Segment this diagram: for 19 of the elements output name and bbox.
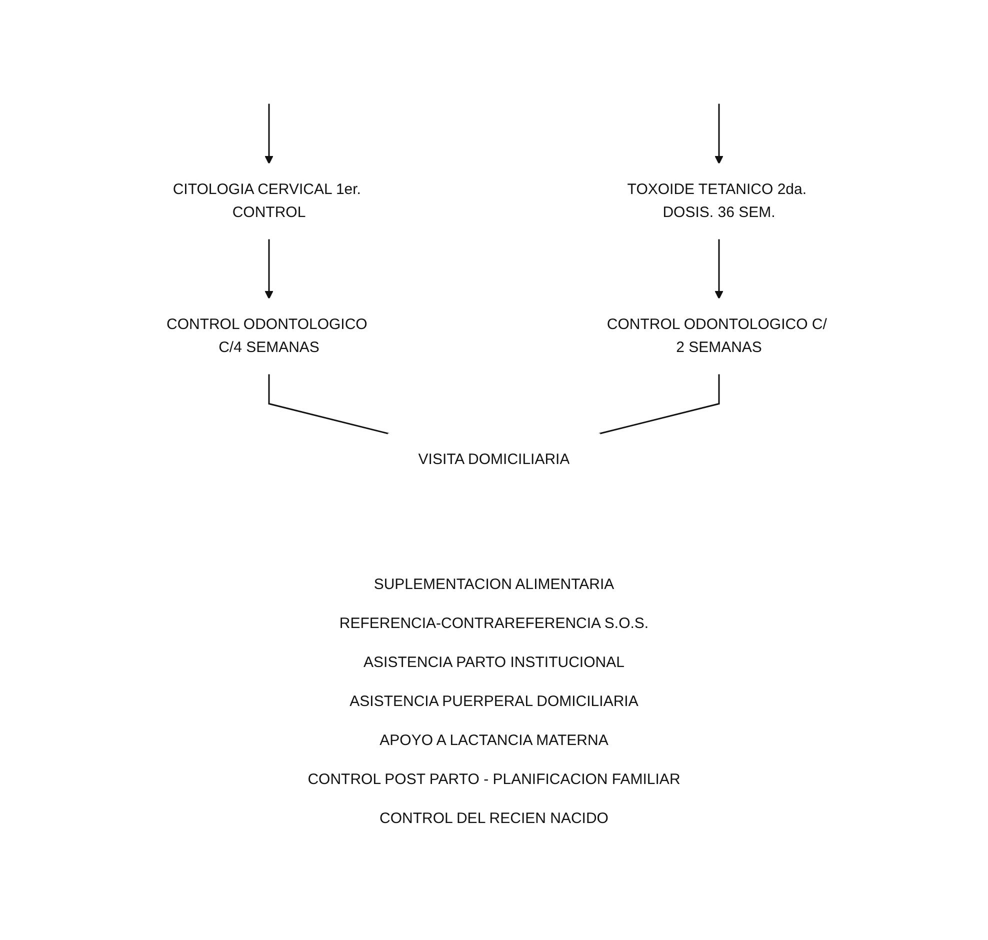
node-text: CONTROL ODONTOLOGICO C/4 SEMANAS xyxy=(166,316,368,356)
service-label: ASISTENCIA PARTO INSTITUCIONAL xyxy=(364,654,624,671)
arrow xyxy=(714,238,724,300)
service-label: APOYO A LACTANCIA MATERNA xyxy=(380,732,608,749)
service-label: SUPLEMENTACION ALIMENTARIA xyxy=(374,576,614,593)
connector xyxy=(598,374,720,434)
arrow xyxy=(264,104,274,164)
arrow xyxy=(264,238,274,300)
connector xyxy=(268,374,390,434)
flowchart: CITOLOGIA CERVICAL 1er. CONTROL TOXOIDE TETANICO 2da. DOSIS. 36 SEM. CONTROL ODONTOLOGICO C/4 SEMANAS CONTROL ODONTOLOGICO C/ 2 SEMANAS VISITA DOMICILIARIA xyxy=(116,0,872,560)
service-label: CONTROL POST PARTO - PLANIFICACION FAMILIAR xyxy=(308,771,680,788)
arrow xyxy=(714,104,724,164)
service-label: ASISTENCIA PUERPERAL DOMICILIARIA xyxy=(350,693,638,710)
service-label: CONTROL DEL RECIEN NACIDO xyxy=(380,810,608,827)
node-text: VISITA DOMICILIARIA xyxy=(418,450,570,468)
service-label: REFERENCIA-CONTRAREFERENCIA S.O.S. xyxy=(339,615,649,632)
node-text: TOXOIDE TETANICO 2da. DOSIS. 36 SEM. xyxy=(627,180,807,220)
node-text: CONTROL ODONTOLOGICO C/ 2 SEMANAS xyxy=(606,316,827,356)
node-text: CITOLOGIA CERVICAL 1er. CONTROL xyxy=(172,180,361,220)
